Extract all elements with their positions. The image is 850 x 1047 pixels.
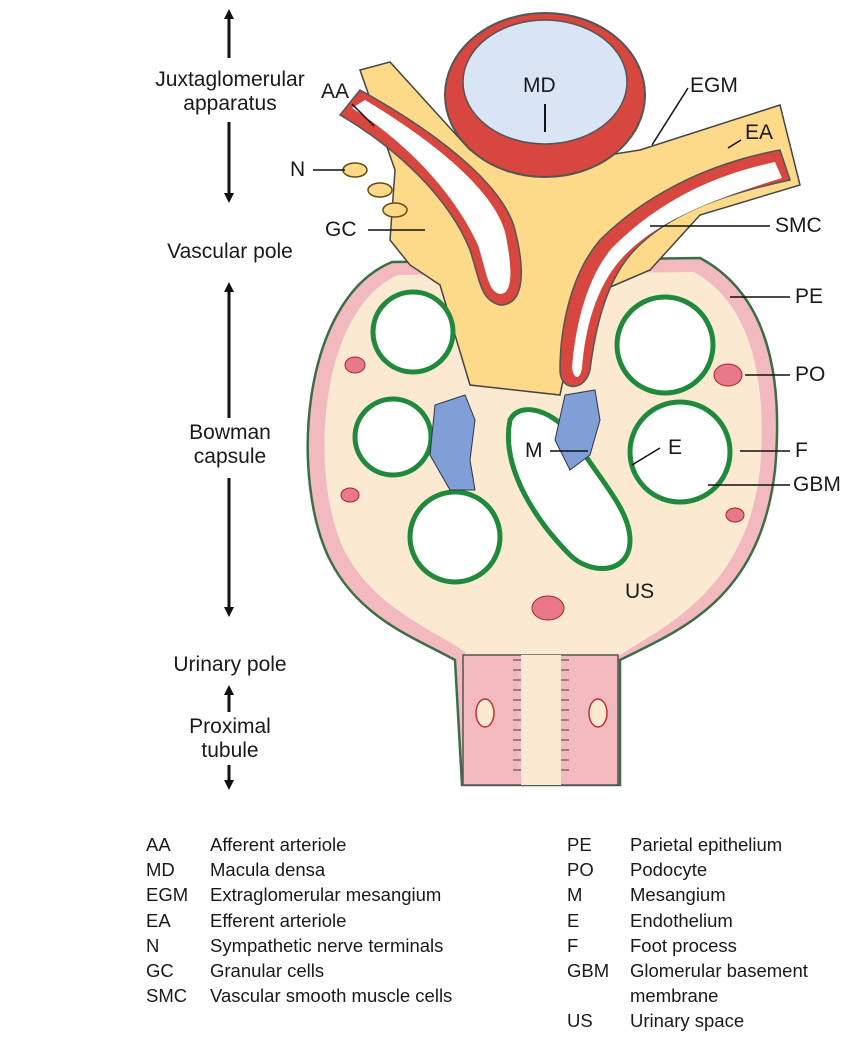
label-bowman-capsule: Bowman capsule — [130, 421, 330, 469]
glomerulus-diagram — [0, 0, 850, 800]
proximal-tubule — [463, 655, 618, 785]
legend-desc: Sympathetic nerve terminals — [210, 933, 443, 958]
label-proximal-tubule: Proximal tubule — [130, 715, 330, 763]
legend-abbr: PE — [567, 832, 630, 857]
callout-egm: EGM — [690, 74, 738, 98]
legend-desc: Podocyte — [630, 857, 850, 882]
capillary-loop — [617, 297, 713, 393]
callout-md: MD — [523, 74, 556, 98]
label-juxtaglomerular-apparatus: Juxtaglomerular apparatus — [130, 68, 330, 116]
callout-pe: PE — [795, 285, 823, 309]
label-vascular-pole: Vascular pole — [130, 240, 330, 264]
label-urinary-pole: Urinary pole — [130, 653, 330, 677]
legend-abbr: F — [567, 933, 630, 958]
callout-gbm: GBM — [793, 473, 841, 497]
legend-desc: Granular cells — [210, 958, 324, 983]
legend-desc: Foot process — [630, 933, 850, 958]
legend-abbr: EA — [146, 908, 210, 933]
legend-desc: Extraglomerular mesangium — [210, 882, 441, 907]
legend-abbr: M — [567, 882, 630, 907]
legend-abbr: PO — [567, 857, 630, 882]
legend-abbr: US — [567, 1008, 630, 1033]
legend-desc: Urinary space — [630, 1008, 850, 1033]
callout-e: E — [668, 436, 682, 460]
callout-smc: SMC — [775, 214, 822, 238]
callout-f: F — [795, 439, 808, 463]
callout-m: M — [525, 439, 543, 463]
legend-abbr: AA — [146, 832, 210, 857]
callout-us: US — [625, 580, 654, 604]
capillary-loop — [373, 292, 453, 372]
legend-desc: Efferent arteriole — [210, 908, 346, 933]
capillary-loop — [355, 399, 431, 475]
legend-abbr: EGM — [146, 882, 210, 907]
legend-abbr: SMC — [146, 983, 210, 1008]
legend-desc: Glomerular basement membrane — [630, 958, 850, 1008]
capillary-loop — [410, 492, 500, 582]
legend-desc: Parietal epithelium — [630, 832, 850, 857]
legend-abbr: MD — [146, 857, 210, 882]
callout-po: PO — [795, 363, 825, 387]
legend-desc: Vascular smooth muscle cells — [210, 983, 452, 1008]
callout-n: N — [290, 158, 305, 182]
legend-desc: Endothelium — [630, 908, 850, 933]
legend-abbr: N — [146, 933, 210, 958]
legend-abbr: GBM — [567, 958, 630, 1008]
legend-abbr: E — [567, 908, 630, 933]
callout-ea: EA — [745, 121, 773, 145]
legend-abbr: GC — [146, 958, 210, 983]
callout-gc: GC — [325, 218, 357, 242]
callout-aa: AA — [321, 80, 349, 104]
legend-desc: Macula densa — [210, 857, 325, 882]
legend-desc: Afferent arteriole — [210, 832, 346, 857]
legend-desc: Mesangium — [630, 882, 850, 907]
